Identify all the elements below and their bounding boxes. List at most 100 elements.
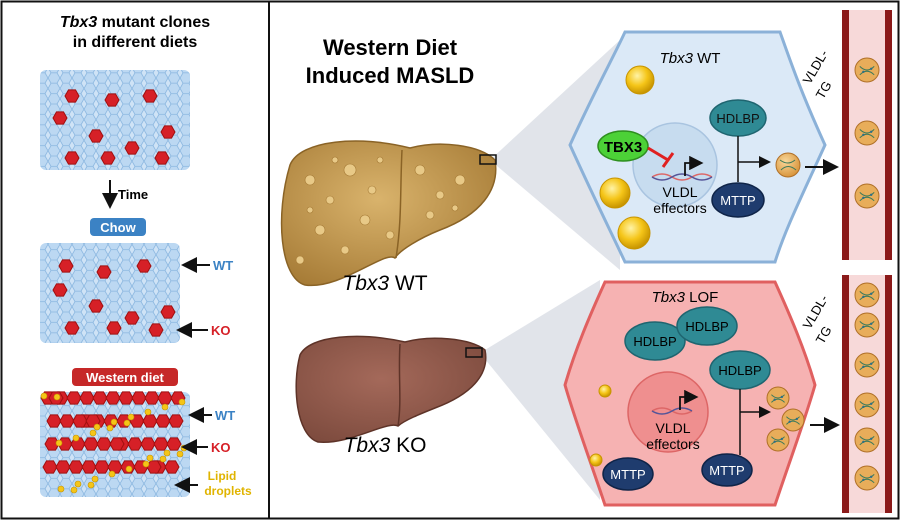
left-panel-subtitle: in different diets xyxy=(73,34,198,51)
ko-clone xyxy=(58,259,74,273)
fat-spot xyxy=(376,156,384,164)
lipid-droplet xyxy=(163,449,171,457)
lipid-droplet xyxy=(70,486,78,494)
lipid-droplet xyxy=(55,439,63,447)
lipid-droplet xyxy=(144,408,152,416)
tbx3-protein xyxy=(597,130,649,162)
ko-clone xyxy=(142,414,158,428)
inhibition-bar xyxy=(661,152,675,168)
lipid-label-2: droplets xyxy=(204,484,252,498)
chow-badge xyxy=(90,218,146,236)
hdlbp-lof xyxy=(624,321,686,361)
ko-clone xyxy=(118,391,134,405)
nucleus-lof-line1: VLDL xyxy=(655,420,690,436)
vldl-assembly-arrow-lof xyxy=(739,389,768,455)
hdlbp-lof-label-1: HDLBP xyxy=(633,334,676,349)
lipid-droplet xyxy=(110,418,118,426)
lipid-droplet xyxy=(125,465,133,473)
liver-wt-zoom-box xyxy=(479,154,497,165)
lipid-droplet xyxy=(57,485,65,493)
ko-clone xyxy=(155,414,171,428)
vldl-tg-label-top-2: TG xyxy=(813,78,835,101)
cell-lof-title: Tbx3 LOF xyxy=(652,289,719,306)
fat-spot xyxy=(359,214,371,226)
liver-wt xyxy=(280,140,497,287)
ko-clone xyxy=(83,437,99,451)
fat-spot xyxy=(414,164,426,176)
ko-clone xyxy=(79,391,95,405)
ko-clone xyxy=(160,125,176,139)
dna-strand xyxy=(651,173,713,181)
ko-clone xyxy=(88,129,104,143)
ko-clone xyxy=(166,437,182,451)
ko-clone xyxy=(70,437,86,451)
ko-label-chow: KO xyxy=(211,323,231,338)
vldl-particle xyxy=(854,57,880,83)
ko-clone xyxy=(168,414,184,428)
ko-clone xyxy=(52,111,68,125)
nucleus-lof-line2: effectors xyxy=(646,436,699,452)
vldl-particle xyxy=(775,152,801,178)
lipid-label-1: Lipid xyxy=(208,469,237,483)
fat-spot xyxy=(295,255,305,265)
transcription-arrow xyxy=(684,155,704,176)
lipid-droplet xyxy=(40,392,48,400)
vldl-tg-label-bottom-2: TG xyxy=(813,323,835,346)
nucleus-wt-line2: effectors xyxy=(653,200,706,216)
chow-label: Chow xyxy=(100,220,136,235)
ko-clone xyxy=(160,305,176,319)
lipid-droplet xyxy=(72,434,80,442)
ko-clone xyxy=(66,391,82,405)
lipid-droplet xyxy=(91,475,99,483)
lipid-droplet-small xyxy=(598,384,612,398)
ko-clone xyxy=(64,89,80,103)
liver-wt-label: Tbx3 WT xyxy=(342,272,427,295)
vldl-particle xyxy=(781,408,805,432)
ko-clone xyxy=(55,460,71,474)
vldl-particle xyxy=(854,465,880,491)
fat-spot xyxy=(325,195,335,205)
fat-spot xyxy=(367,185,377,195)
lipid-droplet xyxy=(161,403,169,411)
ko-clone xyxy=(59,414,75,428)
ko-clone xyxy=(44,437,60,451)
nucleus-wt-line1: VLDL xyxy=(662,184,697,200)
ko-clone xyxy=(52,283,68,297)
mttp-lof-label-1: MTTP xyxy=(610,467,645,482)
ko-clone xyxy=(92,391,108,405)
zoom-cone-wt xyxy=(490,40,620,270)
ko-clone xyxy=(96,265,112,279)
liver-ko xyxy=(295,335,487,443)
hdlbp-lof-label-2: HDLBP xyxy=(685,319,728,334)
blood-vessel-bottom xyxy=(842,275,892,513)
ko-clone xyxy=(81,460,97,474)
fat-spot xyxy=(343,163,357,177)
lipid-droplet xyxy=(87,481,95,489)
dna-strand xyxy=(651,173,713,181)
fat-spot xyxy=(451,204,459,212)
ko-clone xyxy=(109,437,125,451)
vldl-tg-label-top-1: VLDL- xyxy=(800,47,831,86)
inhibition-line xyxy=(647,146,669,162)
left-panel-title: Tbx3 mutant clones xyxy=(60,14,210,31)
vldl-particle xyxy=(766,428,790,452)
ko-clone xyxy=(94,460,110,474)
ko-clone xyxy=(144,391,160,405)
vldl-particle xyxy=(854,183,880,209)
ko-clone xyxy=(106,321,122,335)
mttp-lof-label-2: MTTP xyxy=(709,463,744,478)
lipid-droplet xyxy=(617,216,651,250)
ko-clone xyxy=(124,311,140,325)
lipid-droplet xyxy=(176,450,184,458)
lipid-droplet xyxy=(74,480,82,488)
hdlbp-lof xyxy=(676,306,738,346)
tbx3-label: TBX3 xyxy=(604,139,642,156)
mttp-lof xyxy=(602,457,654,491)
liver-ko-zoom-box xyxy=(465,347,483,358)
ko-clone xyxy=(146,460,162,474)
fat-spot xyxy=(425,210,435,220)
lipid-droplet xyxy=(159,455,167,463)
